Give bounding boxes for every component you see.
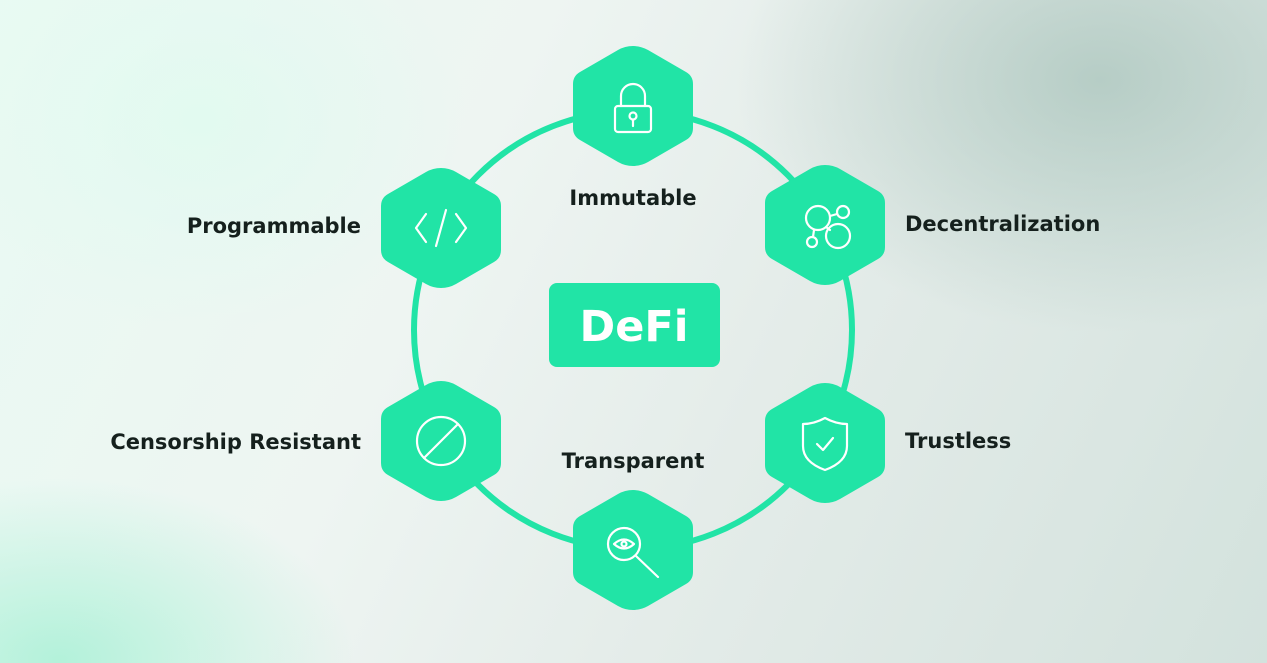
- hexagon: [765, 383, 885, 503]
- node-transparent: Transparent: [562, 449, 705, 610]
- eye-magnifier-icon: [606, 526, 660, 579]
- defi-center-badge: DeFi: [549, 283, 720, 367]
- hexagon: [573, 490, 693, 610]
- shield-check-icon: [801, 416, 849, 472]
- node-censorship-resistant: Censorship Resistant: [110, 381, 501, 501]
- node-label-programmable: Programmable: [187, 214, 361, 238]
- node-label-immutable: Immutable: [569, 186, 696, 210]
- network-nodes-icon: [804, 204, 852, 250]
- node-programmable: Programmable: [187, 168, 501, 288]
- code-brackets-icon: [414, 208, 468, 248]
- lock-icon: [613, 82, 653, 134]
- node-label-decentralization: Decentralization: [905, 212, 1100, 236]
- node-immutable: Immutable: [569, 46, 697, 210]
- defi-center-label: DeFi: [580, 302, 689, 352]
- node-label-trustless: Trustless: [905, 429, 1011, 453]
- node-label-transparent: Transparent: [562, 449, 705, 473]
- node-label-censorship-resistant: Censorship Resistant: [110, 430, 361, 454]
- node-decentralization: Decentralization: [765, 165, 1100, 285]
- prohibited-circle-icon: [415, 415, 467, 467]
- hexagon: [765, 165, 885, 285]
- node-trustless: Trustless: [765, 383, 1011, 503]
